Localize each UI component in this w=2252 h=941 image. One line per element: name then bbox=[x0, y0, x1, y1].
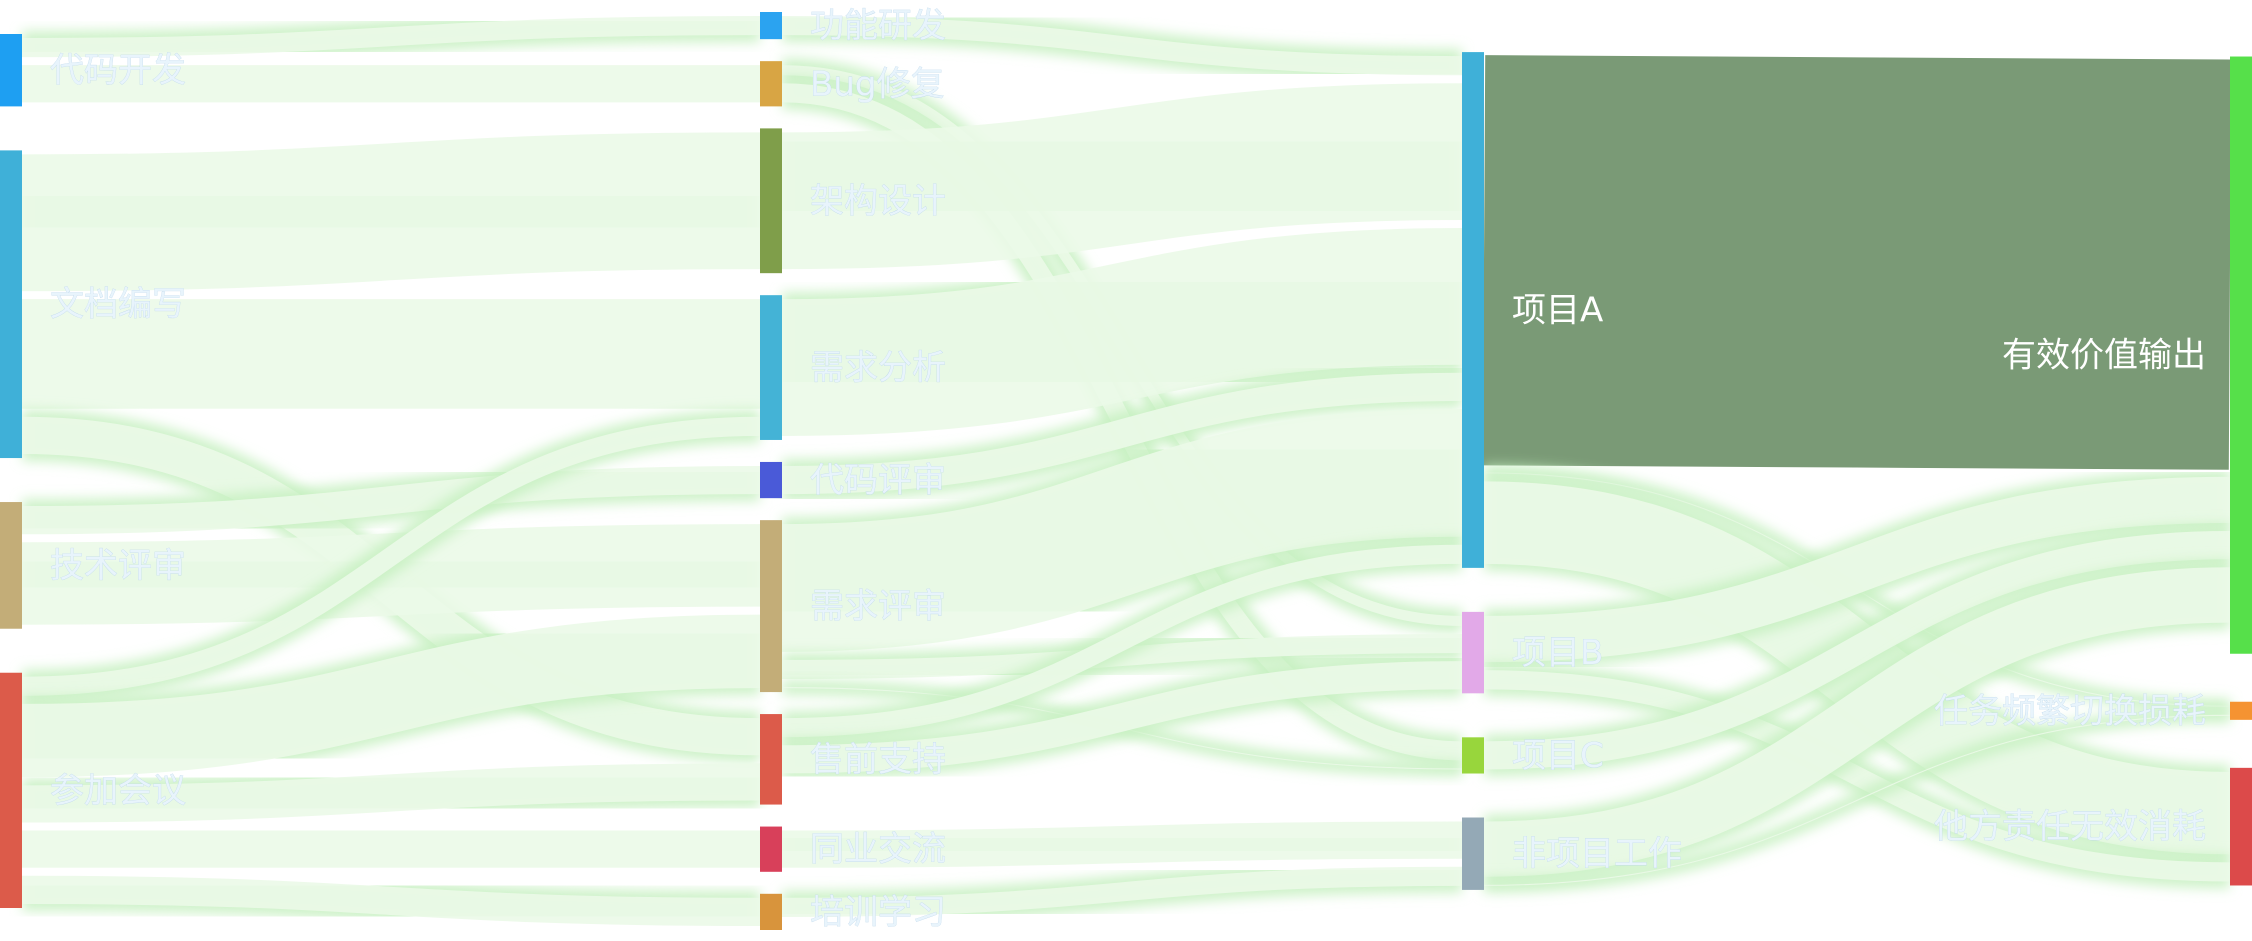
sankey-node-label: 同业交流 bbox=[810, 830, 946, 870]
sankey-link-body bbox=[781, 409, 1463, 652]
sankey-node-label: Bug修复 bbox=[810, 64, 944, 104]
sankey-link-body bbox=[21, 875, 761, 926]
sankey-link-e9a1b9e79baea-e69c89e69588e4bbb7e580bce8be93e587ba bbox=[1483, 48, 2231, 477]
nodes-layer bbox=[0, 12, 2252, 930]
sankey-node-label: 参加会议 bbox=[50, 771, 186, 811]
sankey-link-body bbox=[1483, 567, 2231, 877]
sankey-node-e5908ce4b89ae4baa4e6b581 bbox=[760, 826, 782, 872]
sankey-node-label: 代码评审 bbox=[810, 461, 946, 501]
sankey-link-e99c80e6b182e8af84e5aea1-e9a1b9e79baea bbox=[781, 402, 1463, 659]
sankey-link-e99d9ee9a1b9e79baee5b7a5e4bd9c-e4bbbbe58aa1e9a291e7b981e58887e68da2e68d9fe88097 bbox=[1483, 707, 2231, 893]
sankey-link-body bbox=[781, 83, 1463, 270]
sankey-link-e68a80e69cafe8af84e5aea1-e4bba3e7a081e8af84e5aea1 bbox=[21, 458, 761, 542]
sankey-node-e99d9ee9a1b9e79baee5b7a5e4bd9c bbox=[1462, 817, 1484, 890]
sankey-node-e68a80e69cafe8af84e5aea1 bbox=[0, 502, 22, 629]
sankey-link-e4bba3e7a081e5bc80e58f91-e58a9fe883bde7a094e58f91 bbox=[21, 9, 761, 65]
sankey-link-e58f82e58aa0e4bc9ae8aeae-e99c80e6b182e8af84e5aea1 bbox=[21, 607, 761, 785]
sankey-node-label: 有效价值输出 bbox=[2002, 336, 2206, 376]
sankey-node-e69c89e69588e4bbb7e580bce8be93e587ba bbox=[2230, 56, 2252, 654]
sankey-link-e99c80e6b182e58886e69e90-e9a1b9e79baea bbox=[781, 221, 1463, 443]
sankey-node-label: 售前支持 bbox=[810, 740, 946, 780]
sankey-node-label: 架构设计 bbox=[810, 181, 946, 221]
sankey-link-e9a1b9e79baec-e69c89e69588e4bbb7e580bce8be93e587ba bbox=[1483, 524, 2231, 777]
sankey-link-body bbox=[781, 821, 1463, 868]
sankey-link-body bbox=[781, 661, 1463, 774]
sankey-node-e58f82e58aa0e4bc9ae8aeae bbox=[0, 672, 22, 908]
sankey-node-label: 项目A bbox=[1512, 290, 1603, 330]
sankey-link-e4bba3e7a081e8af84e5aea1-e9a1b9e79baea bbox=[781, 365, 1463, 502]
sankey-link-e9a1b9e79baeb-e69c89e69588e4bbb7e580bce8be93e587ba bbox=[1483, 469, 2231, 670]
sankey-node-e59fb9e8aeade5ada6e4b9a0 bbox=[760, 893, 782, 930]
sankey-node-e58a9fe883bde7a094e58f91 bbox=[760, 12, 782, 40]
sankey-node-label: 项目B bbox=[1512, 633, 1603, 673]
sankey-link-e594aee5898de694afe68c81-e9a1b9e79baeb bbox=[781, 654, 1463, 781]
sankey-node-e9a1b9e79baea bbox=[1462, 52, 1484, 568]
sankey-node-e4bba3e7a081e5bc80e58f91 bbox=[0, 34, 22, 107]
sankey-node-label: 功能研发 bbox=[810, 6, 946, 46]
sankey-node-label: 他方责任无效消耗 bbox=[1934, 807, 2206, 847]
sankey-node-e69eb6e69e84e8aebee8aea1 bbox=[760, 128, 782, 274]
sankey-node-e4bbbbe58aa1e9a291e7b981e58887e68da2e68d9fe88097 bbox=[2230, 701, 2252, 720]
sankey-node-e594aee5898de694afe68c81 bbox=[760, 714, 782, 805]
sankey-link-body bbox=[21, 416, 761, 696]
sankey-link-e58a9fe883bde7a094e58f91-e9a1b9e79baea bbox=[781, 9, 1463, 83]
sankey-link-e59fb9e8aeade5ada6e4b9a0-e99d9ee9a1b9e79baee5b7a5e4bd9c bbox=[781, 859, 1463, 924]
sankey-link-body bbox=[21, 614, 761, 778]
sankey-node-label: 技术评审 bbox=[50, 546, 186, 586]
sankey-link-e69eb6e69e84e8aebee8aea1-e9a1b9e79baea bbox=[781, 76, 1463, 277]
sankey-link-e594aee5898de694afe68c81-e9a1b9e79baea bbox=[781, 537, 1463, 745]
sankey-node-e99c80e6b182e8af84e5aea1 bbox=[760, 520, 782, 693]
sankey-node-buge4bfaee5a48d bbox=[760, 61, 782, 107]
sankey-link-e58f82e58aa0e4bc9ae8aeae-e594aee5898de694afe68c81 bbox=[21, 756, 761, 830]
sankey-link-body bbox=[781, 228, 1463, 436]
sankey-node-label: 任务频繁切换损耗 bbox=[1934, 691, 2206, 731]
sankey-link-e99d9ee9a1b9e79baee5b7a5e4bd9c-e69c89e69588e4bbb7e580bce8be93e587ba bbox=[1483, 560, 2231, 884]
sankey-node-e4bba3e7a081e8af84e5aea1 bbox=[760, 461, 782, 499]
sankey-link-body bbox=[781, 544, 1463, 738]
sankey-node-label: 文档编写 bbox=[50, 285, 186, 325]
sankey-node-e69687e6a1a3e7bc96e58699 bbox=[0, 150, 22, 459]
sankey-node-label: 项目C bbox=[1512, 736, 1604, 776]
sankey-link-e58f82e58aa0e4bc9ae8aeae-e99c80e6b182e58886e69e90 bbox=[21, 409, 761, 703]
sankey-link-body bbox=[1483, 670, 2231, 882]
sankey-node-e99c80e6b182e58886e69e90 bbox=[760, 295, 782, 440]
sankey-link-e9a1b9e79baeb-e4bb96e696b9e8b4a3e4bbbbe697a0e69588e6b688e88097 bbox=[1483, 663, 2231, 889]
sankey-link-e58f82e58aa0e4bc9ae8aeae-e59fb9e8aeade5ada6e4b9a0 bbox=[21, 868, 761, 933]
sankey-node-e9a1b9e79baec bbox=[1462, 737, 1484, 774]
sankey-link-body bbox=[21, 763, 761, 823]
sankey-link-e69687e6a1a3e7bc96e58699-e69eb6e69e84e8aebee8aea1 bbox=[21, 125, 761, 299]
links-layer bbox=[21, 9, 2231, 933]
sankey-link-e5908ce4b89ae4baa4e6b581-e99d9ee9a1b9e79baee5b7a5e4bd9c bbox=[781, 814, 1463, 875]
sankey-link-body bbox=[21, 132, 761, 292]
sankey-link-body bbox=[781, 16, 1463, 76]
sankey-node-label: 需求评审 bbox=[810, 587, 946, 627]
sankey-node-e4bb96e696b9e8b4a3e4bbbbe697a0e69588e6b688e88097 bbox=[2230, 767, 2252, 886]
sankey-node-label: 需求分析 bbox=[810, 348, 946, 388]
sankey-node-label: 代码开发 bbox=[50, 51, 186, 91]
sankey-link-body bbox=[21, 16, 761, 58]
sankey-link-body bbox=[781, 372, 1463, 495]
sankey-link-body bbox=[21, 465, 761, 535]
sankey-node-label: 培训学习 bbox=[810, 892, 946, 932]
sankey-node-e9a1b9e79baeb bbox=[1462, 611, 1484, 694]
sankey-link-body bbox=[1483, 476, 2231, 663]
sankey-link-body bbox=[1483, 531, 2231, 770]
sankey-link-body bbox=[1483, 55, 2231, 470]
sankey-node-label: 非项目工作 bbox=[1512, 834, 1682, 874]
sankey-link-body bbox=[781, 866, 1463, 917]
sankey-link-body bbox=[1483, 714, 2231, 886]
